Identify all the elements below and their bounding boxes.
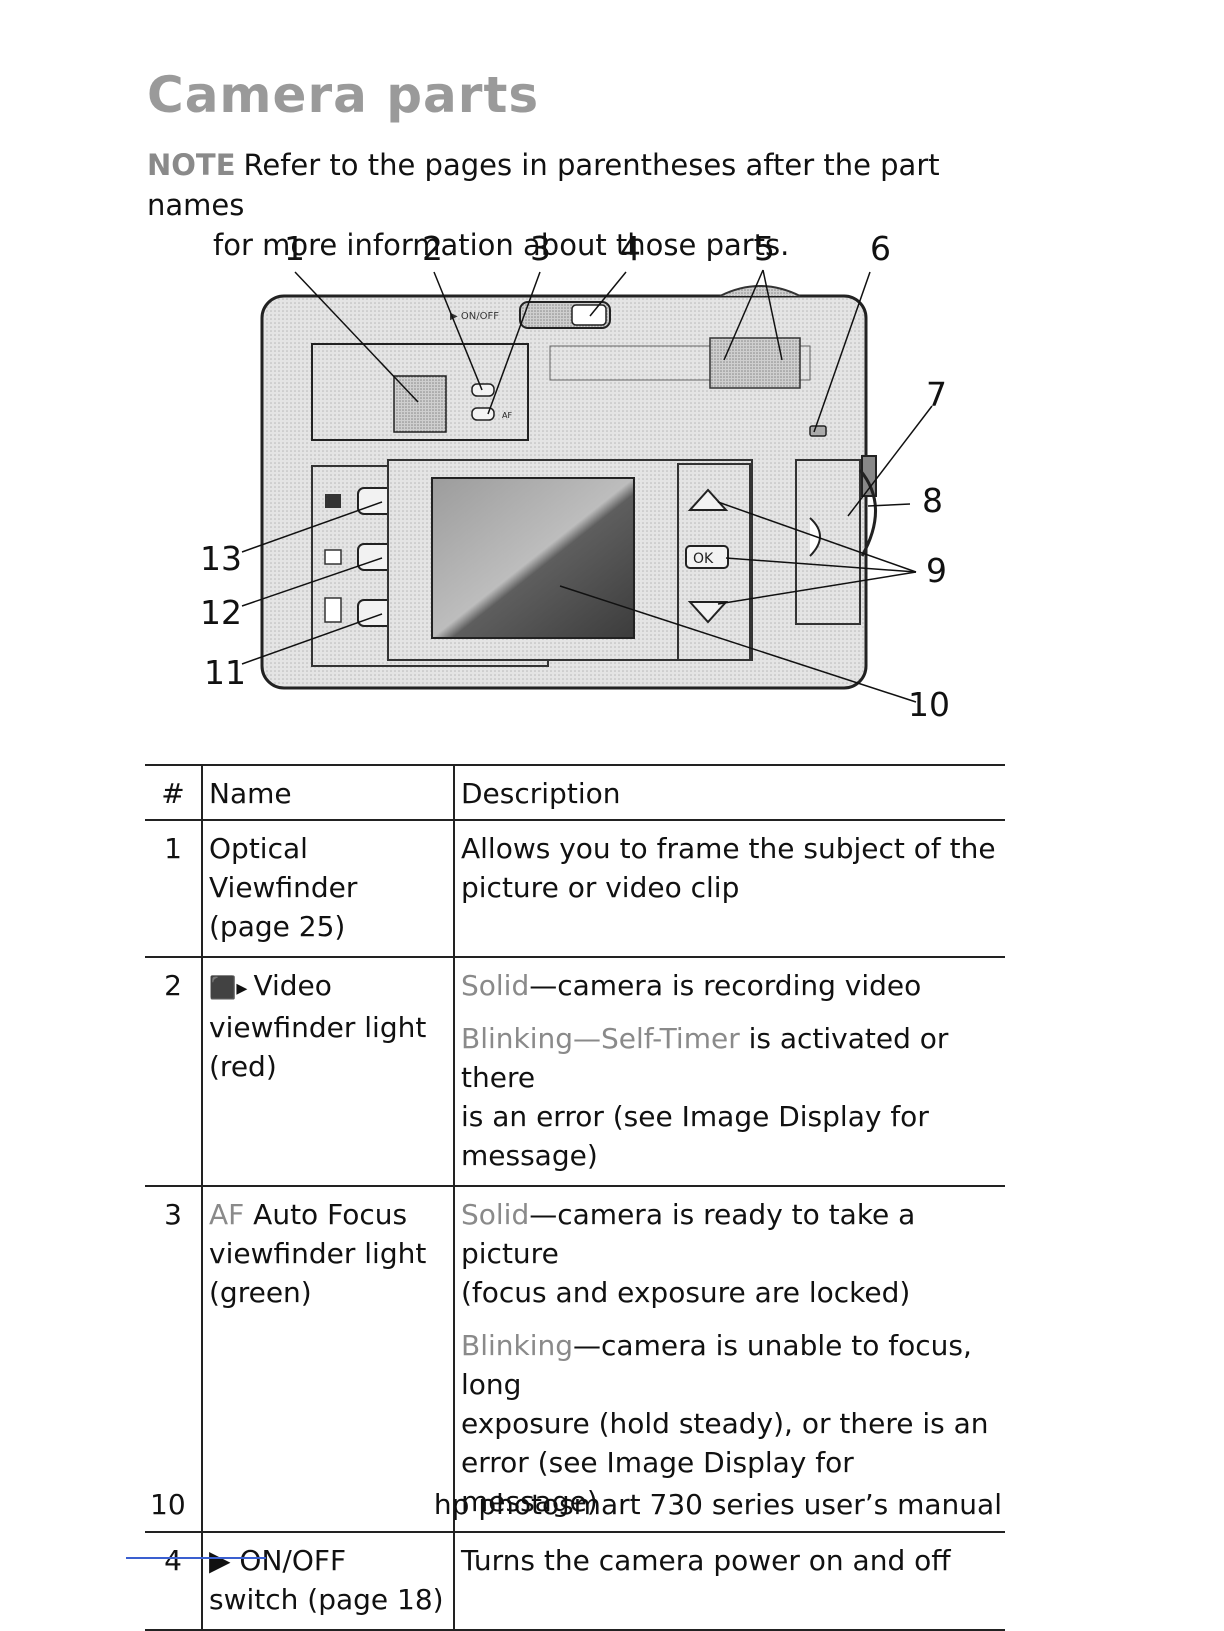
callout-10: 10 (908, 685, 950, 724)
callout-8: 8 (922, 481, 943, 520)
callout-6: 6 (870, 229, 891, 268)
table-row: 2 ⬛▸Video viewfinder light (red) Solid—c… (145, 957, 1005, 1187)
desc-line: Solid—camera is recording video (461, 969, 922, 1002)
row-number: 4 (145, 1532, 203, 1631)
callout-9: 9 (926, 551, 947, 590)
name-line: switch (page 18) (209, 1583, 444, 1616)
callout-4: 4 (620, 229, 641, 268)
name-line: ⬛▸Video (209, 969, 332, 1002)
row-description: Solid—camera is ready to take a picture … (454, 1186, 1005, 1533)
header-number: # (145, 764, 203, 821)
callout-2: 2 (422, 229, 443, 268)
leader-lines (241, 269, 933, 703)
note-line2: for more information about those parts. (213, 228, 790, 262)
callout-3: 3 (530, 229, 551, 268)
desc-line: exposure (hold steady), or there is an (461, 1407, 989, 1440)
table-row: 3 AF Auto Focus viewfinder light (green)… (145, 1186, 1005, 1533)
name-line: (red) (209, 1050, 277, 1083)
callout-7: 7 (926, 375, 947, 414)
video-icon: ⬛▸ (209, 976, 248, 1001)
desc-line: picture or video clip (461, 871, 740, 904)
row-name: Optical Viewfinder (page 25) (202, 820, 455, 958)
callout-12: 12 (200, 593, 242, 632)
note-label: NOTE (147, 148, 236, 182)
parts-table: # Name Description 1 Optical Viewfinder … (145, 764, 1005, 1631)
desc-line: message) (461, 1139, 598, 1172)
af-label: AF (502, 411, 512, 420)
ok-label: OK (693, 551, 714, 567)
row-name: ▶ ON/OFF switch (page 18) (202, 1532, 455, 1631)
desc-line: is an error (see Image Display for (461, 1100, 929, 1133)
desc-line: Blinking—camera is unable to focus, long (461, 1329, 972, 1401)
manual-title: hp photosmart 730 series user’s manual (433, 1488, 1002, 1521)
row-description: Turns the camera power on and off (454, 1532, 1005, 1631)
onoff-label: ▶ ON/OFF (450, 311, 499, 322)
bottom-rule (126, 1557, 266, 1559)
controller-panel: OK (677, 463, 751, 661)
header-name: Name (202, 764, 455, 821)
row-number: 1 (145, 820, 203, 958)
onoff-switch: ▶ ON/OFF (450, 301, 611, 329)
row-name: ⬛▸Video viewfinder light (red) (202, 957, 455, 1187)
table-header-row: # Name Description (145, 764, 1005, 821)
name-line: (green) (209, 1276, 312, 1309)
name-line: Optical (209, 832, 308, 865)
row-number: 2 (145, 957, 203, 1187)
callout-13: 13 (200, 539, 242, 578)
desc-line: Turns the camera power on and off (461, 1544, 951, 1577)
camera-diagram: ▶ ON/OFF AF OK (200, 229, 950, 724)
name-line: ▶ ON/OFF (209, 1544, 347, 1577)
name-line: AF Auto Focus (209, 1198, 408, 1231)
name-line: viewfinder light (209, 1011, 427, 1044)
zoom-controls (549, 337, 827, 437)
name-line: (page 25) (209, 910, 346, 943)
header-description: Description (454, 764, 1005, 821)
row-description: Solid—camera is recording video Blinking… (454, 957, 1005, 1187)
memory-card-door (795, 459, 877, 625)
name-line: Viewfinder (209, 871, 358, 904)
name-line: viewfinder light (209, 1237, 427, 1270)
row-number: 3 (145, 1186, 203, 1533)
desc-line: error (see Image Display for message) (461, 1446, 854, 1518)
callout-1: 1 (284, 229, 305, 268)
callout-11: 11 (204, 653, 246, 692)
viewfinder-panel: AF (311, 343, 529, 441)
page-title: Camera parts (147, 66, 540, 124)
desc-line: (focus and exposure are locked) (461, 1276, 911, 1309)
row-description: Allows you to frame the subject of the p… (454, 820, 1005, 958)
table-row: 1 Optical Viewfinder (page 25) Allows yo… (145, 820, 1005, 958)
row-name: AF Auto Focus viewfinder light (green) (202, 1186, 455, 1533)
table-row: 4 ▶ ON/OFF switch (page 18) Turns the ca… (145, 1532, 1005, 1631)
note-line1: Refer to the pages in parentheses after … (147, 148, 940, 222)
desc-line: Allows you to frame the subject of the (461, 832, 996, 865)
desc-line: Solid—camera is ready to take a picture (461, 1198, 916, 1270)
desc-line: Blinking—Self-Timer is activated or ther… (461, 1022, 949, 1094)
callout-5: 5 (754, 229, 775, 268)
page-number: 10 (150, 1488, 186, 1521)
